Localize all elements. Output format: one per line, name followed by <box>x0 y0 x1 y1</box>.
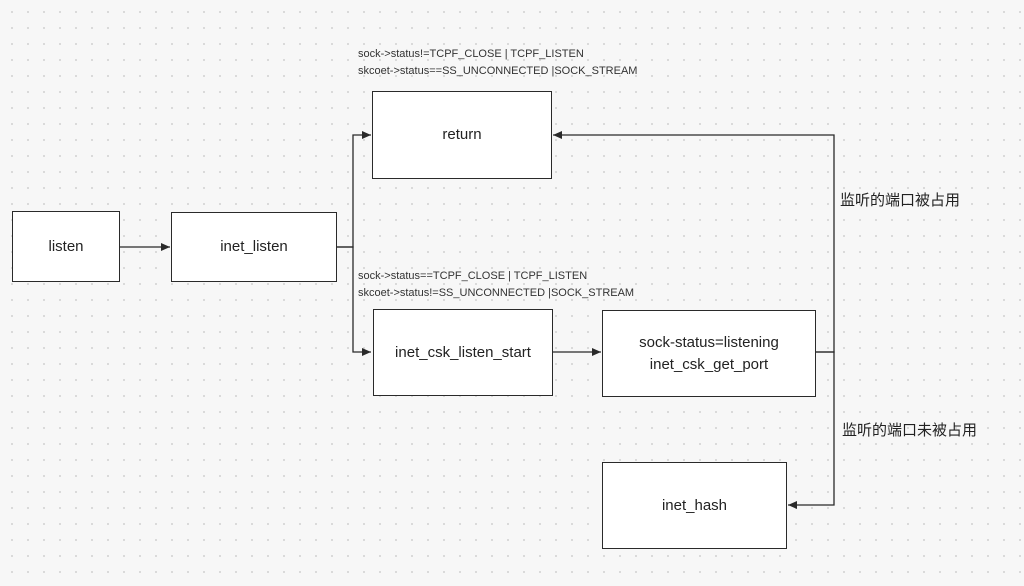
node-get-port: sock-status=listening inet_csk_get_port <box>602 310 816 397</box>
node-get-port-line2: inet_csk_get_port <box>649 355 769 373</box>
node-inet-csk-listen-start-label: inet_csk_listen_start <box>395 343 531 361</box>
condition-to-return-line2: skcoet->status==SS_UNCONNECTED |SOCK_STR… <box>358 65 638 77</box>
condition-to-return: sock->status!=TCPF_CLOSE | TCPF_LISTEN s… <box>358 46 637 80</box>
node-listen: listen <box>12 211 120 282</box>
edge-inet-listen-to-listen-start <box>336 246 371 356</box>
node-inet-listen: inet_listen <box>171 212 337 282</box>
node-get-port-line1: sock-status=listening <box>639 333 779 351</box>
edge-label-port-occupied: 监听的端口被占用 <box>840 191 961 209</box>
edge-inet-listen-to-return <box>336 131 371 248</box>
condition-to-listen-start-line1: sock->status==TCPF_CLOSE | TCPF_LISTEN <box>358 270 588 282</box>
node-inet-hash: inet_hash <box>602 462 787 549</box>
condition-to-return-line1: sock->status!=TCPF_CLOSE | TCPF_LISTEN <box>358 48 584 60</box>
node-inet-csk-listen-start: inet_csk_listen_start <box>373 309 553 396</box>
edge-label-port-not-occupied: 监听的端口未被占用 <box>842 421 978 439</box>
node-return-label: return <box>442 126 482 143</box>
condition-to-listen-start-line2: skcoet->status!=SS_UNCONNECTED |SOCK_STR… <box>358 287 635 299</box>
node-inet-listen-label: inet_listen <box>220 238 288 255</box>
condition-to-listen-start: sock->status==TCPF_CLOSE | TCPF_LISTEN s… <box>358 268 634 302</box>
node-return: return <box>372 91 552 179</box>
edge-get-port-to-inet-hash <box>788 351 835 509</box>
node-inet-hash-label: inet_hash <box>661 496 728 514</box>
node-listen-label: listen <box>48 237 84 255</box>
